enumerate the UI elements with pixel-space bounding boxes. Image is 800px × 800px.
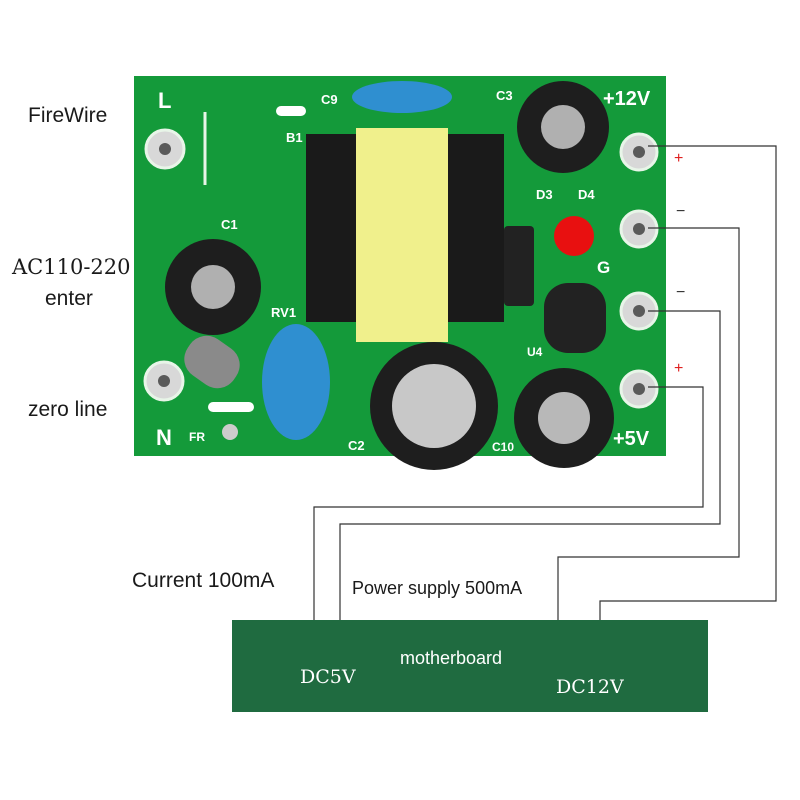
v12-label: +12V	[603, 88, 651, 110]
firewire-label: FireWire	[28, 104, 108, 127]
motherboard-title: motherboard	[400, 648, 503, 668]
dc5v-label: DC5V	[300, 666, 356, 688]
terminal-12v	[619, 132, 659, 172]
varistor-rv1	[262, 324, 330, 440]
terminal-gnd-1	[619, 209, 659, 249]
dc12v-label: DC12V	[556, 676, 624, 698]
wire-12v-plus	[599, 145, 777, 655]
led-d4	[554, 216, 594, 256]
ac-input-label-1: AC110-220	[12, 255, 131, 279]
capacitor-c10	[514, 368, 614, 468]
c2-label: C2	[348, 438, 365, 453]
motherboard-block	[232, 620, 708, 712]
terminal-5v	[619, 369, 659, 409]
pcb-slot-lower	[208, 402, 254, 412]
polarity-minus-1: −	[676, 203, 686, 220]
pad-n-label: N	[156, 425, 172, 450]
g-label: G	[597, 258, 611, 277]
terminal-gnd-2	[619, 291, 659, 331]
d3-label: D3	[536, 187, 553, 202]
diode-d3	[504, 226, 534, 306]
capacitor-c1	[165, 239, 261, 335]
current-label: Current 100mA	[132, 569, 275, 592]
fr-label: FR	[189, 430, 205, 444]
c1-label: C1	[221, 217, 238, 232]
transformer-b1	[306, 128, 504, 342]
capacitor-c9	[352, 81, 452, 113]
c9-label: C9	[321, 92, 338, 107]
ac-input-label-2: enter	[45, 287, 93, 310]
u4-label: U4	[527, 345, 543, 359]
pad-l-label: L	[158, 88, 172, 113]
wire-12v-minus	[557, 227, 740, 655]
zero-line-label: zero line	[28, 398, 108, 421]
capacitor-c2	[370, 342, 498, 470]
regulator-u4	[544, 283, 606, 353]
polarity-minus-2: −	[676, 284, 686, 301]
c10-label: C10	[492, 440, 515, 454]
rv1-label: RV1	[271, 305, 297, 320]
pad-l	[144, 128, 186, 170]
capacitor-c3	[517, 81, 609, 173]
wire-5v-plus	[313, 386, 704, 655]
v5-label: +5V	[613, 428, 650, 450]
power-supply-label: Power supply 500mA	[352, 578, 523, 598]
pad-n	[143, 360, 185, 402]
polarity-plus-bottom: +	[674, 360, 684, 377]
wire-5v-minus	[339, 310, 721, 655]
c3-label: C3	[496, 88, 513, 103]
polarity-plus-top: +	[674, 150, 684, 167]
b1-label: B1	[286, 130, 303, 145]
d4-label: D4	[578, 187, 595, 202]
pcb-slot	[276, 106, 306, 116]
fuse-resistor-fr	[184, 335, 240, 440]
